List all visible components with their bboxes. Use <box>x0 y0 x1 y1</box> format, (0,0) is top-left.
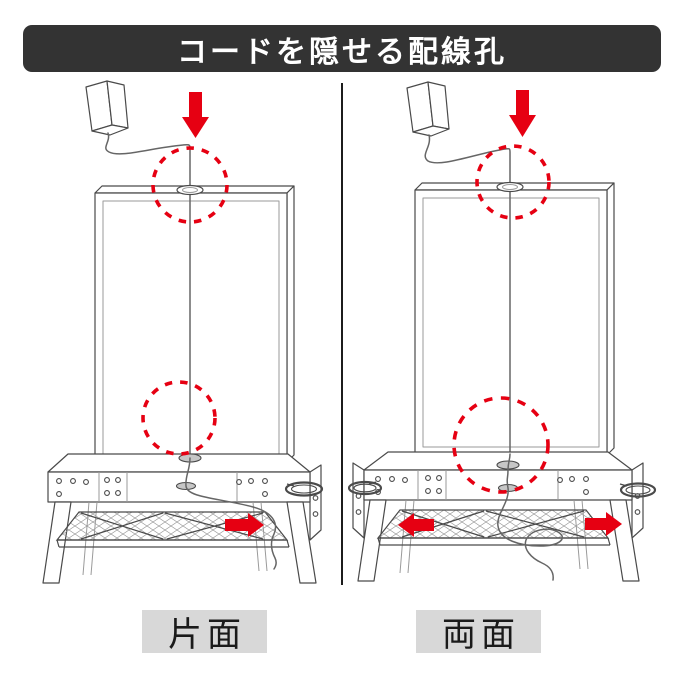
screw-holes <box>56 477 268 497</box>
cord-tail <box>185 457 277 570</box>
cord-line <box>105 132 191 455</box>
right-arrow-icon <box>585 512 622 536</box>
power-adapter <box>406 81 450 137</box>
cord-line <box>424 134 511 453</box>
figure-both-sides <box>348 81 657 582</box>
wiring-hole-top <box>496 181 524 193</box>
desk-illustration <box>42 453 324 584</box>
divider-line <box>341 83 343 585</box>
down-arrow-icon <box>182 92 209 138</box>
right-arrow-icon <box>225 513 264 537</box>
wiring-hole-top <box>176 184 204 196</box>
caption-both-sides-label: 両面 <box>442 616 520 654</box>
figure-single-side <box>42 80 324 584</box>
wiring-hole-highlight-bottom <box>141 380 217 456</box>
wiring-hole-highlight-top <box>475 144 551 220</box>
title-banner: コードを隠せる配線孔 <box>23 25 661 72</box>
title-text: コードを隠せる配線孔 <box>177 35 507 69</box>
wiring-hole-top-inner <box>502 184 518 190</box>
desk-illustration <box>348 451 657 582</box>
down-arrow-icon <box>509 90 536 137</box>
power-adapter <box>85 80 129 136</box>
wiring-hole-top-inner <box>182 187 198 193</box>
wiring-hole-highlight-bottom <box>452 396 550 494</box>
front-right-leg <box>609 499 640 582</box>
left-arrow-icon <box>398 513 434 537</box>
caption-single-side-label: 片面 <box>168 616 246 654</box>
ring-hook-left <box>348 480 383 496</box>
caption-single-side: 片面 <box>142 610 267 654</box>
wiring-hole-highlight-top <box>151 146 229 224</box>
ring-hook-right <box>284 481 324 497</box>
cord-tail <box>497 453 563 581</box>
caption-both-sides: 両面 <box>416 610 541 654</box>
screw-holes <box>375 475 589 495</box>
panel-illustration <box>414 182 615 456</box>
front-left-leg <box>42 501 72 584</box>
ring-hook-right <box>619 482 657 498</box>
panel-illustration <box>94 185 295 463</box>
front-right-leg <box>286 501 317 584</box>
front-left-leg <box>357 499 387 582</box>
